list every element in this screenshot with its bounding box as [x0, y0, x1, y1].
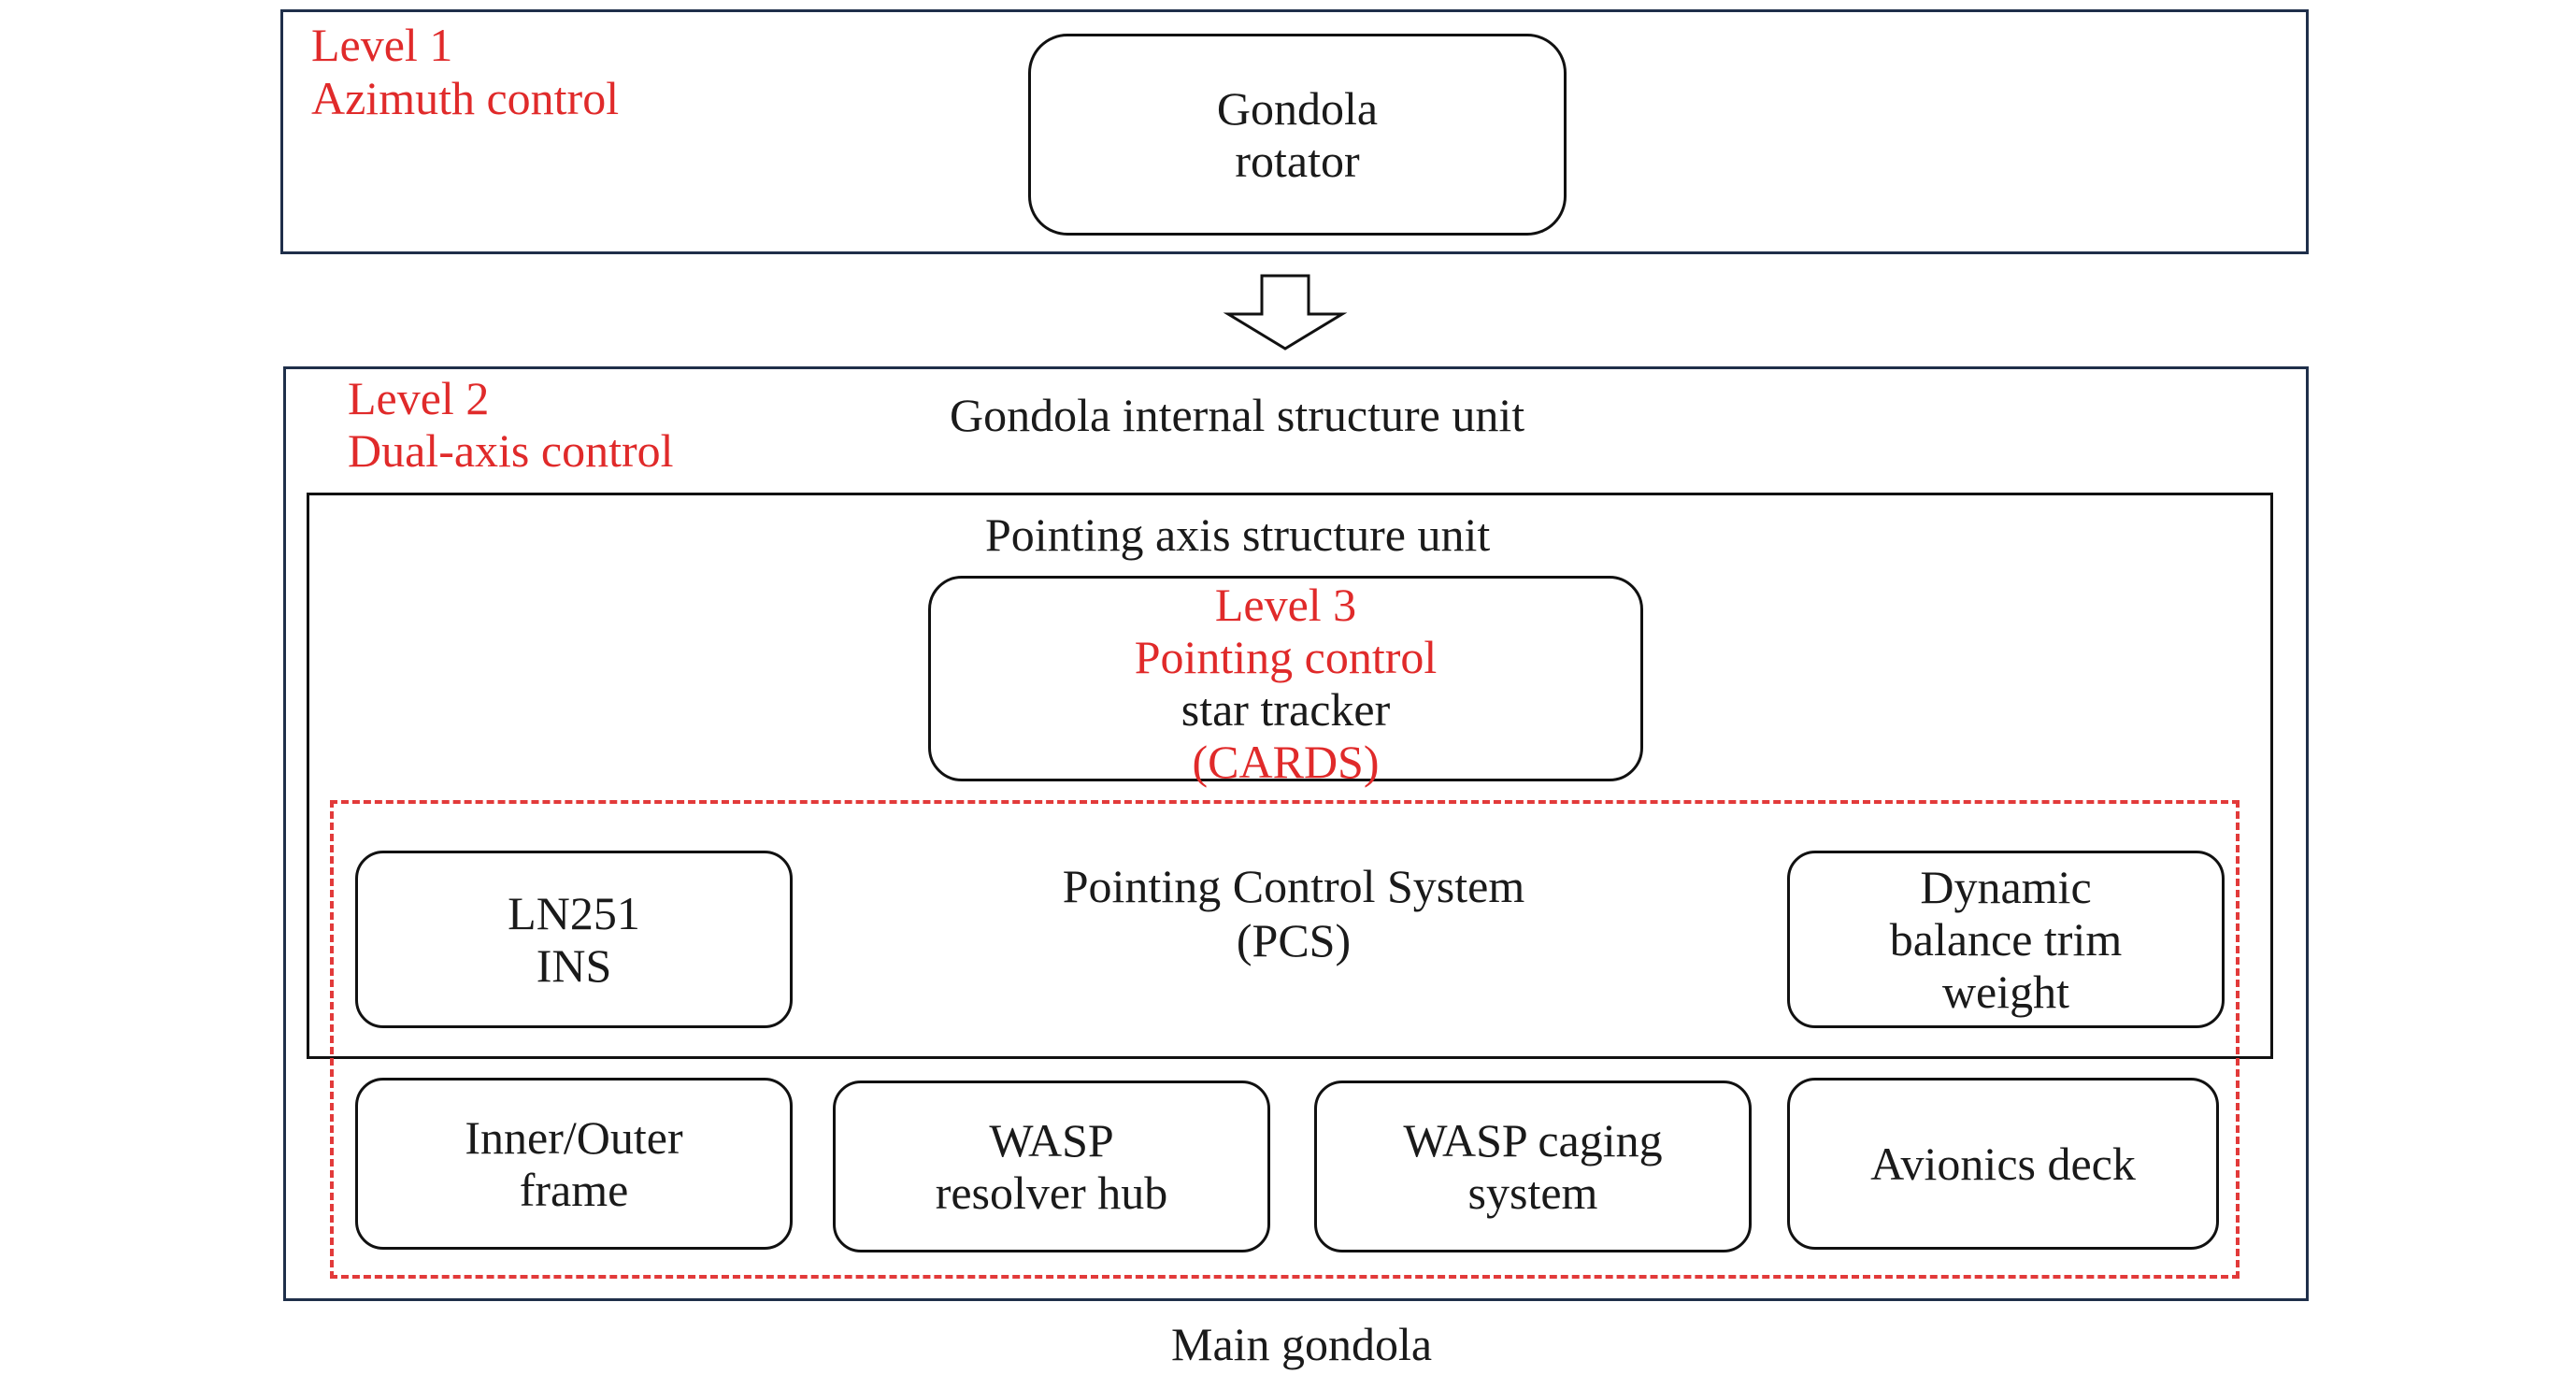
caging-line-2: system [1467, 1166, 1598, 1219]
inner-outer-frame-box: Inner/Outer frame [355, 1078, 793, 1250]
frame-line-1: Inner/Outer [465, 1111, 683, 1164]
gondola-rotator-box: Gondola rotator [1028, 34, 1567, 236]
main-gondola-label: Main gondola [1171, 1318, 1433, 1370]
pcs-dashed-region [330, 800, 2240, 1279]
level3-acronym: (CARDS) [1192, 736, 1380, 788]
ins-line-1: LN251 [508, 887, 640, 939]
level2-frame [283, 366, 2309, 1301]
gondola-internal-title: Gondola internal structure unit [950, 389, 1525, 441]
wasp-resolver-hub-box: WASP resolver hub [833, 1081, 1270, 1252]
resolver-line-1: WASP [989, 1114, 1114, 1166]
pcs-title: Pointing Control System [1062, 860, 1525, 912]
level1-control-label: Azimuth control [311, 72, 620, 124]
avionics-deck-box: Avionics deck [1787, 1078, 2219, 1250]
level2-label: Level 2 [348, 372, 490, 424]
level3-star-tracker-box: Level 3 Pointing control star tracker (C… [928, 576, 1643, 788]
caging-line-1: WASP caging [1403, 1114, 1663, 1166]
level3-control-label: Pointing control [1134, 631, 1438, 683]
resolver-line-2: resolver hub [935, 1166, 1168, 1219]
ins-line-2: INS [536, 939, 612, 992]
level1-frame [280, 9, 2309, 254]
trim-line-2: balance trim [1889, 913, 2123, 966]
ln251-ins-box: LN251 INS [355, 851, 793, 1028]
pcs-acronym: (PCS) [1236, 914, 1352, 966]
frame-line-2: frame [519, 1164, 629, 1216]
pointing-axis-frame [307, 493, 2273, 1059]
pointing-axis-title: Pointing axis structure unit [985, 508, 1491, 561]
rotator-line-2: rotator [1235, 135, 1360, 187]
trim-line-3: weight [1941, 966, 2070, 1018]
rotator-line-1: Gondola [1216, 82, 1379, 135]
trim-line-1: Dynamic [1920, 861, 2092, 913]
level3-device: star tracker [1181, 683, 1391, 736]
level1-label: Level 1 [311, 19, 453, 71]
down-arrow-icon [1223, 274, 1348, 351]
level2-control-label: Dual-axis control [348, 424, 674, 477]
level3-label: Level 3 [1214, 579, 1357, 631]
avionics-line-1: Avionics deck [1870, 1138, 2136, 1190]
wasp-caging-system-box: WASP caging system [1314, 1081, 1752, 1252]
trim-weight-box: Dynamic balance trim weight [1787, 851, 2225, 1028]
